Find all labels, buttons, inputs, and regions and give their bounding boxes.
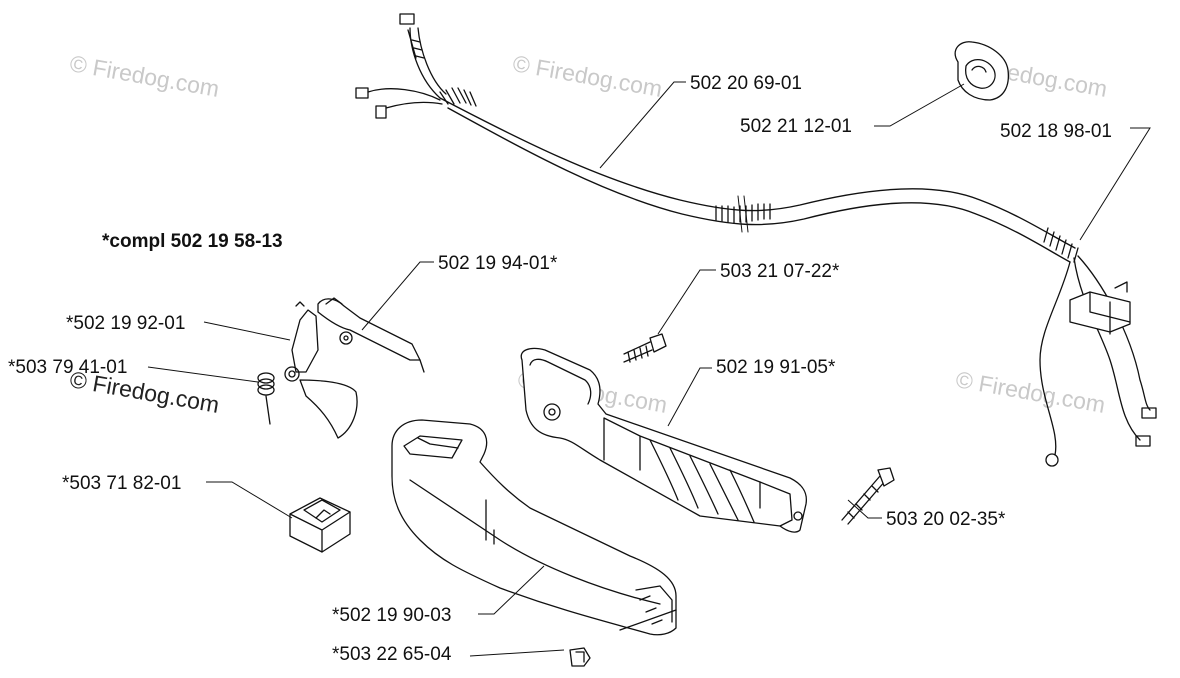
part-label-503-71-82-01: *503 71 82-01 [62,473,182,494]
handle-half-rear [520,347,808,533]
nut [569,647,591,667]
part-label-502-21-12-01: 502 21 12-01 [740,116,852,137]
screw-upper [623,333,667,363]
part-label-502-19-94-01: 502 19 94-01* [438,253,558,274]
screw-lower [841,467,895,525]
cable-harness [355,13,1157,467]
part-label-503-20-02-35: 503 20 02-35* [886,509,1006,530]
part-label-503-21-07-22: 503 21 07-22* [720,261,840,282]
part-label-502-20-69-01: 502 20 69-01 [690,73,802,94]
part-label-502-19-91-05: 502 19 91-05* [716,357,836,378]
throttle-lockout [317,297,425,373]
part-label-502-18-98-01: 502 18 98-01 [1000,121,1112,142]
grommet [954,41,1010,101]
assembly-label: *compl 502 19 58-13 [102,231,283,252]
switch [289,497,351,553]
handle-half-front [391,419,677,636]
part-label-502-19-90-03: *502 19 90-03 [332,605,452,626]
part-label-503-22-65-04: *503 22 65-04 [332,644,452,665]
leader-lines [147,81,1151,657]
part-label-503-79-41-01: *503 79 41-01 [8,357,128,378]
part-label-502-19-92-01: *502 19 92-01 [66,313,186,334]
spring [257,372,275,425]
throttle-trigger [284,301,358,439]
